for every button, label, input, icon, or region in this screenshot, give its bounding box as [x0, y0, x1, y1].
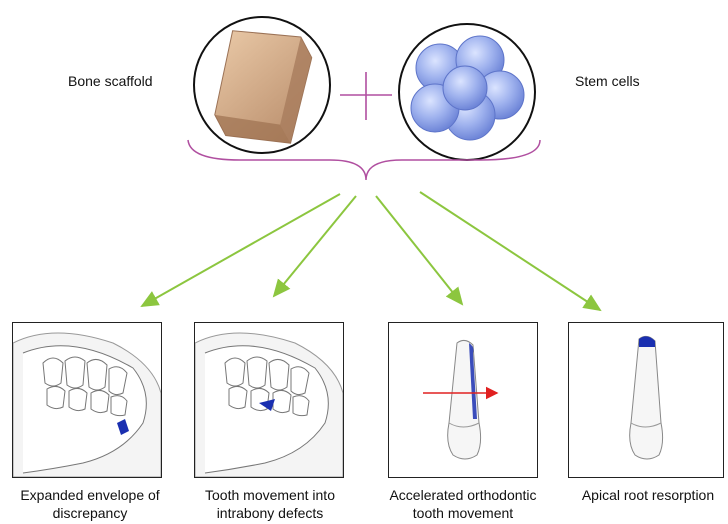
- stem-cells-illustration: [399, 24, 535, 160]
- panel-2-caption-line2: intrabony defects: [190, 505, 350, 522]
- panel-1-caption-line1: Expanded envelope of: [10, 487, 170, 504]
- bone-scaffold-label: Bone scaffold: [68, 73, 153, 90]
- panel-tooth-movement-intrabony: [194, 322, 344, 478]
- arrow-to-panel-2: [274, 196, 356, 296]
- panel-accelerated-movement: [388, 322, 538, 478]
- panel-expanded-envelope: [12, 322, 162, 478]
- arrow-to-panel-1: [142, 194, 340, 306]
- plus-icon: [340, 72, 392, 120]
- tooth-illustration: [389, 323, 537, 477]
- panel-3-caption-line1: Accelerated orthodontic: [383, 487, 543, 504]
- panel-4-caption-line1: Apical root resorption: [568, 487, 728, 504]
- panel-3-caption-line2: tooth movement: [383, 505, 543, 522]
- jaw-illustration: [195, 323, 343, 477]
- panel-apical-root-resorption: [568, 322, 724, 478]
- panel-2-caption-line1: Tooth movement into: [190, 487, 350, 504]
- highlight-mark: [639, 336, 655, 347]
- stem-cells-label: Stem cells: [575, 73, 640, 90]
- panel-1-caption-line2: discrepancy: [10, 505, 170, 522]
- tooth-illustration: [569, 323, 723, 477]
- jaw-illustration: [13, 323, 161, 477]
- bone-scaffold-illustration: [194, 17, 330, 153]
- arrow-to-panel-4: [420, 192, 600, 310]
